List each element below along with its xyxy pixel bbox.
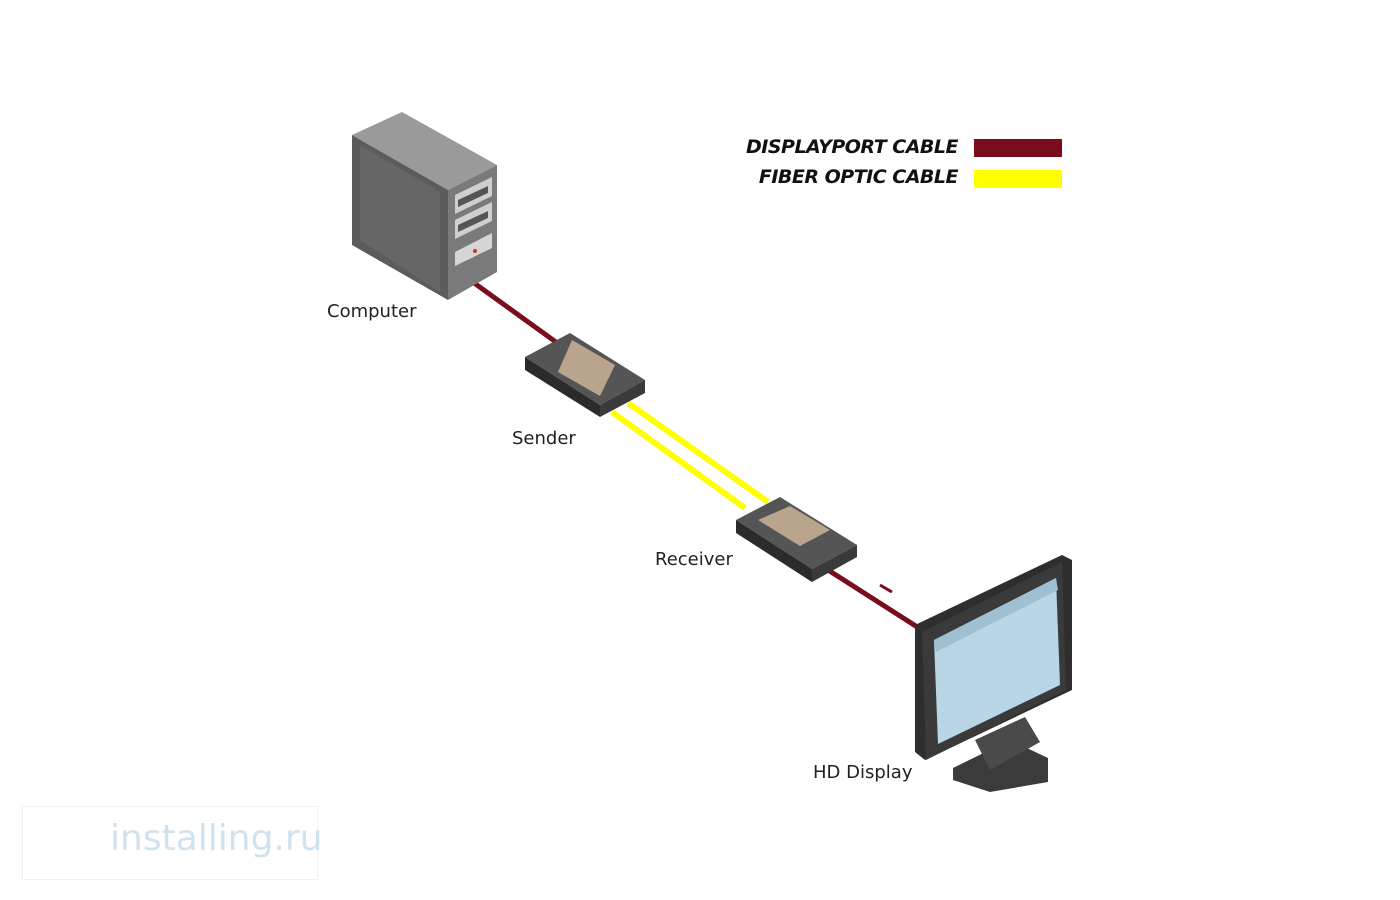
hd-display-label: HD Display bbox=[813, 762, 913, 783]
watermark-text: installing.ru bbox=[110, 818, 323, 859]
fiber-optic-cables bbox=[610, 400, 770, 511]
computer-tower-icon bbox=[352, 112, 497, 300]
legend-fiber-label: FIBER OPTIC CABLE bbox=[758, 166, 959, 188]
displayport-cable-computer-sender bbox=[468, 277, 562, 348]
watermark-box bbox=[22, 806, 318, 880]
hd-display-monitor-icon bbox=[915, 555, 1072, 792]
displayport-cable-stub bbox=[879, 583, 893, 594]
computer-label: Computer bbox=[327, 301, 417, 322]
receiver-label: Receiver bbox=[655, 549, 733, 570]
legend-displayport-label: DISPLAYPORT CABLE bbox=[746, 136, 959, 158]
sender-label: Sender bbox=[512, 428, 576, 449]
sender-device-icon bbox=[525, 333, 645, 417]
legend-fiber-swatch bbox=[974, 170, 1062, 188]
legend-displayport-swatch bbox=[974, 139, 1062, 157]
receiver-device-icon bbox=[736, 497, 857, 582]
displayport-cable-receiver-display bbox=[823, 565, 924, 633]
